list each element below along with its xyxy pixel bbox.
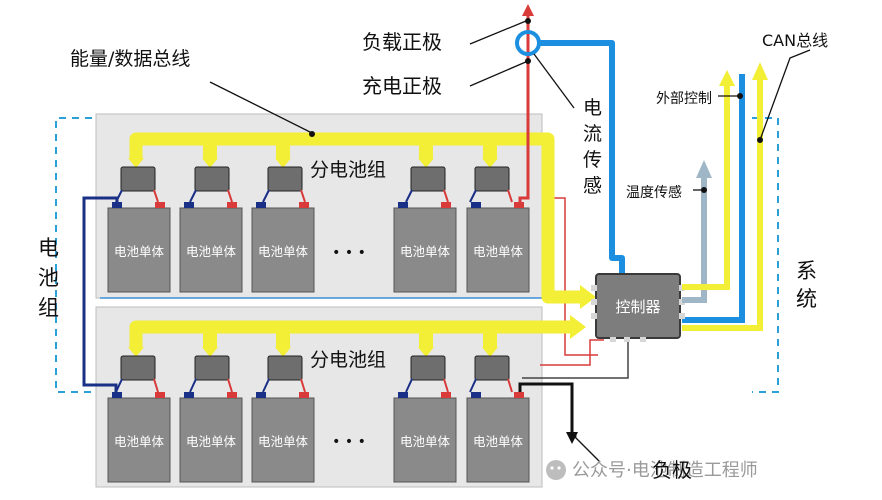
module-group-label-bottom: 分电池组 bbox=[310, 349, 386, 371]
bmu-wires bbox=[115, 189, 513, 393]
system-label-1: 系 bbox=[796, 259, 817, 283]
cell-label: 电池单体 bbox=[400, 434, 451, 449]
battery-pack-label-2: 池 bbox=[38, 266, 59, 290]
cells-bottom bbox=[107, 397, 530, 483]
leader-dot bbox=[701, 187, 707, 193]
bus-arrow-head bbox=[580, 285, 596, 309]
cell-label: 电池单体 bbox=[258, 244, 309, 259]
module-group-label-top: 分电池组 bbox=[310, 159, 386, 181]
leader-dot bbox=[571, 433, 577, 439]
bus-taps bbox=[128, 139, 498, 357]
controller-blue-line bbox=[682, 74, 745, 323]
load-positive-label: 负载正极 bbox=[362, 30, 442, 54]
cell-label: 电池单体 bbox=[400, 244, 451, 259]
current-sensor-label-2: 流 bbox=[583, 123, 602, 145]
bmu-modules-top bbox=[120, 166, 510, 192]
can-bus-arrow bbox=[752, 62, 768, 80]
external-control-label: 外部控制 bbox=[656, 91, 712, 107]
load-positive-node bbox=[525, 18, 531, 24]
cell-label: 电池单体 bbox=[473, 244, 524, 259]
battery-pack-label-3: 组 bbox=[38, 296, 59, 320]
system-label-2: 统 bbox=[796, 287, 817, 311]
temperature-arrow bbox=[696, 160, 712, 178]
current-sensor-label-1: 电 bbox=[583, 97, 602, 119]
ellipsis-bottom: • • • bbox=[332, 434, 366, 450]
external-control-arrow bbox=[719, 70, 735, 86]
wechat-icon bbox=[546, 460, 566, 480]
can-bus-line bbox=[682, 78, 763, 331]
negative-label: 负极 bbox=[652, 458, 692, 482]
cell-label: 电池单体 bbox=[258, 434, 309, 449]
leader-lines bbox=[209, 20, 811, 463]
sense-line bbox=[540, 339, 604, 366]
cell-label: 电池单体 bbox=[186, 434, 237, 449]
positive-line bbox=[518, 14, 530, 202]
leader-dot bbox=[757, 137, 763, 143]
temperature-sensing-label: 温度传感 bbox=[626, 184, 682, 201]
cell-label: 电池单体 bbox=[186, 244, 237, 259]
bus-arrow-head bbox=[570, 315, 586, 339]
cell-label: 电池单体 bbox=[114, 244, 165, 259]
cell-terminals bbox=[112, 202, 524, 398]
ellipsis-top: • • • bbox=[332, 245, 366, 261]
cells-top bbox=[107, 207, 530, 293]
battery-pack-label-1: 电 bbox=[38, 236, 59, 260]
battery-pack-boundary bbox=[55, 117, 92, 393]
controller-label: 控制器 bbox=[615, 298, 660, 316]
watermark-text: 公众号·电池制造工程师 bbox=[572, 460, 758, 481]
charge-positive-label: 充电正极 bbox=[362, 74, 442, 98]
controller-box bbox=[595, 273, 681, 339]
bus-label: 能量/数据总线 bbox=[70, 48, 190, 70]
system-boundary bbox=[752, 117, 779, 393]
sense-line bbox=[522, 340, 629, 379]
sense-line bbox=[548, 197, 598, 356]
bus-leader-dot bbox=[309, 131, 315, 137]
external-control-line bbox=[682, 84, 730, 290]
positive-arrow bbox=[522, 4, 534, 16]
can-bus-label: CAN总线 bbox=[762, 31, 828, 50]
cell-label: 电池单体 bbox=[473, 434, 524, 449]
bmu-modules-bottom bbox=[120, 355, 510, 381]
leader-dot bbox=[737, 93, 743, 99]
temperature-line bbox=[682, 176, 707, 303]
series-link bbox=[82, 196, 119, 392]
current-sensor-label-4: 感 bbox=[583, 175, 602, 197]
negative-line bbox=[518, 382, 574, 434]
current-sensor-label-3: 传 bbox=[583, 149, 602, 171]
sensor-line bbox=[539, 40, 625, 278]
cell-label: 电池单体 bbox=[114, 434, 165, 449]
bus-top bbox=[129, 132, 580, 304]
